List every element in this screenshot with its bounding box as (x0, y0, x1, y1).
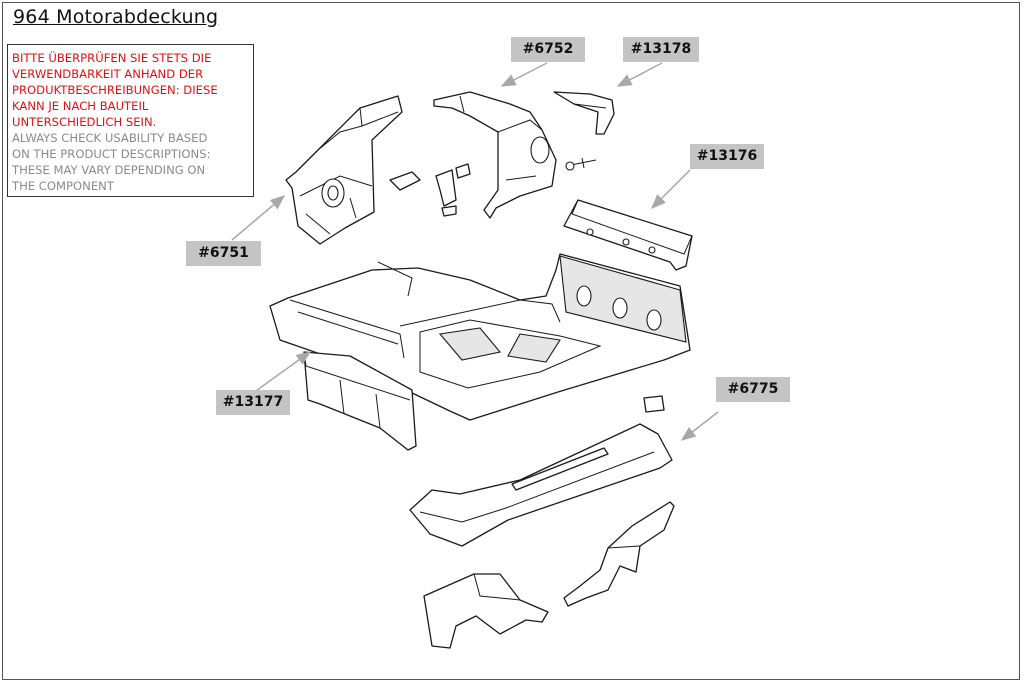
notice-german-line: KANN JE NACH BAUTEIL (12, 99, 149, 113)
leader-arrows (231, 62, 719, 441)
notice-english-line: ON THE PRODUCT DESCRIPTIONS: (12, 147, 211, 161)
part-6752-center-shroud (433, 91, 557, 219)
notice-german-line: PRODUKTBESCHREIBUNGEN: DIESE (12, 83, 218, 97)
page-title: 964 Motorabdeckung (13, 6, 219, 28)
part-tag-6751[interactable]: #6751 (186, 241, 261, 266)
part-tag-13176[interactable]: #13176 (690, 144, 764, 169)
part-tag-6752[interactable]: #6752 (511, 37, 585, 62)
mounting-brackets (389, 157, 597, 217)
notice-english-line: THESE MAY VARY DEPENDING ON (12, 163, 206, 177)
part-tag-13178[interactable]: #13178 (623, 37, 699, 62)
part-tag-13177[interactable]: #13177 (216, 390, 290, 415)
lower-deflector-panels (423, 501, 675, 649)
part-tag-6775[interactable]: #6775 (716, 377, 790, 402)
notice-german-line: BITTE ÜBERPRÜFEN SIE STETS DIE (12, 51, 212, 65)
part-13176-cross-member (563, 199, 693, 271)
part-6775-lower-tray (409, 395, 673, 547)
notice-english-line: ALWAYS CHECK USABILITY BASED (12, 131, 208, 145)
part-6751-left-panel (285, 95, 403, 245)
engine-floor-tray (269, 253, 691, 421)
notice-german-line: VERWENDBARKEIT ANHAND DER (12, 67, 204, 81)
usability-notice: BITTE ÜBERPRÜFEN SIE STETS DIE VERWENDBA… (7, 44, 254, 197)
notice-english-line: THE COMPONENT (12, 179, 114, 193)
notice-german-line: UNTERSCHIEDLICH SEIN. (12, 115, 157, 129)
part-13178-bracket (553, 91, 615, 135)
